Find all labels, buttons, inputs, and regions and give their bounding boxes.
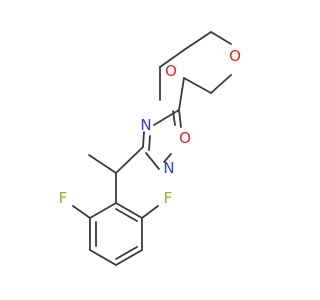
atom-n-bottom: N xyxy=(163,159,174,177)
bond-aryl-6 xyxy=(115,202,143,219)
bond-aryl-3 xyxy=(89,249,117,266)
bond-ring-c5-oring xyxy=(178,109,182,128)
atom-label-n-top: N xyxy=(140,116,151,134)
bond-dioxane-5 xyxy=(183,77,212,94)
atom-label-o-ring: O xyxy=(179,129,191,147)
bond-c3-methine xyxy=(115,146,144,174)
bond-ring-c5-ntop xyxy=(153,109,180,126)
bond-ring-c5-double xyxy=(172,110,176,126)
atom-o-dioxane-left: O xyxy=(165,62,177,80)
atom-o-dioxane-right: O xyxy=(229,47,241,65)
bond-aryl-4 xyxy=(115,249,143,266)
bond-dioxane-2 xyxy=(183,31,212,51)
bond-dioxane-3 xyxy=(210,31,232,45)
bond-fluoro-left xyxy=(72,205,91,219)
bond-ring-ntop-c3-double xyxy=(148,135,151,151)
molecule-canvas: O O N O N F F xyxy=(59,31,241,266)
bond-dioxane-6 xyxy=(159,49,185,68)
bond-dioxane-7 xyxy=(178,77,185,111)
bond-dioxane-4 xyxy=(210,74,232,94)
bond-ring-ntop-c3 xyxy=(142,131,145,148)
bond-aryl-1 xyxy=(89,202,117,219)
bond-ring-oring-nbottom xyxy=(163,153,172,163)
atom-label-f-left: F xyxy=(59,189,68,207)
atom-n-top: N xyxy=(140,116,151,134)
bond-aryl-inner-2 xyxy=(115,246,138,260)
atom-label-f-right: F xyxy=(164,189,173,207)
atom-label-o-dioxane-right: O xyxy=(229,47,241,65)
bond-ring-nbottom-c3 xyxy=(145,152,160,170)
atom-f-left: F xyxy=(59,189,68,207)
bond-aryl-inner-3 xyxy=(115,208,138,222)
atom-o-ring: O xyxy=(179,129,191,147)
bond-fluoro-right xyxy=(141,205,159,219)
atom-label-n-bottom: N xyxy=(163,159,174,177)
atom-label-o-dioxane-left: O xyxy=(165,62,177,80)
molecule-structure: O O N O N F F xyxy=(59,31,241,266)
atom-f-right: F xyxy=(164,189,173,207)
bond-methine-methyl xyxy=(88,154,117,174)
